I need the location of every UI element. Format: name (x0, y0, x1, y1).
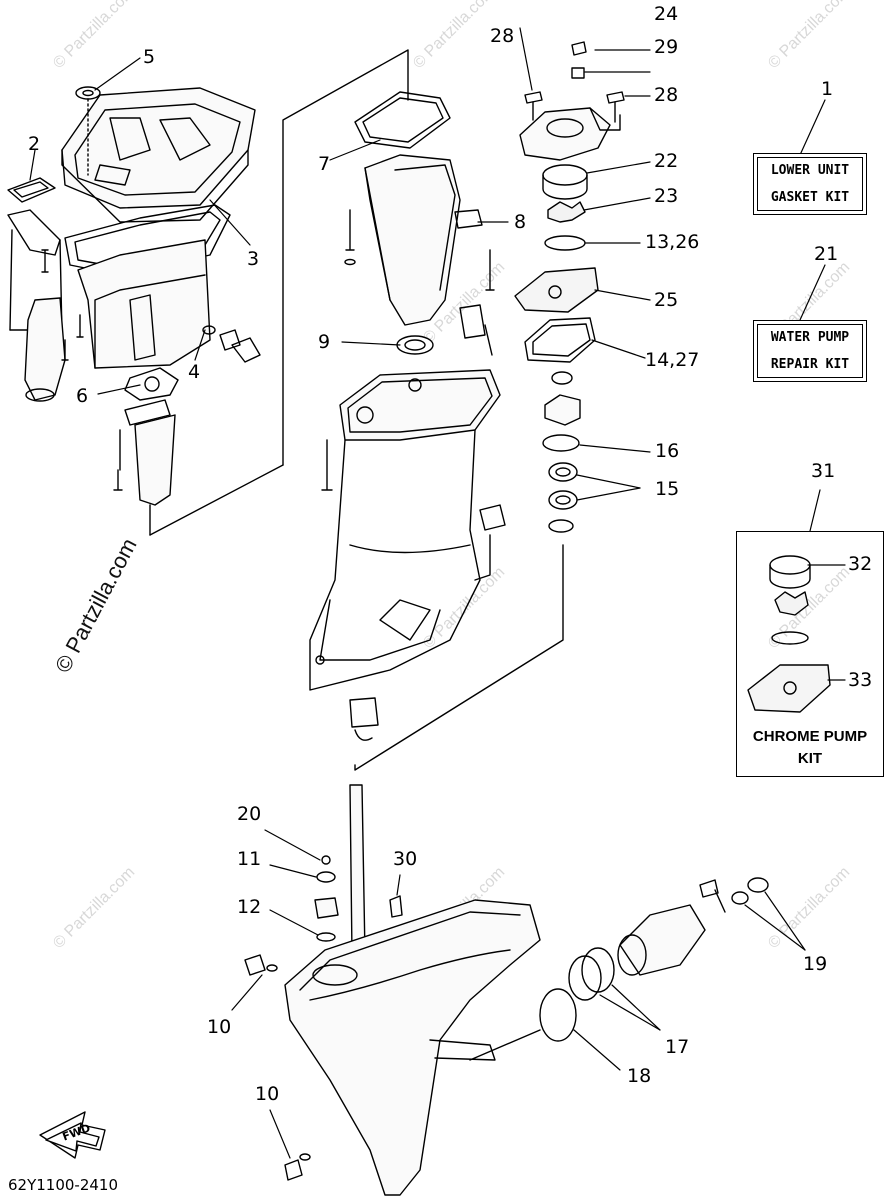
chrome-pump-kit-subtitle: KIT (797, 750, 823, 767)
callout-15: 15 (655, 478, 680, 500)
callout-21: 21 (814, 243, 839, 265)
chrome-pump-kit-title: CHROME PUMP (752, 728, 868, 745)
callout-9: 9 (318, 331, 331, 353)
drive-shaft-housing-group (309, 91, 564, 771)
chrome-pump-kit-parts (747, 555, 831, 713)
callout-10: 10 (255, 1083, 280, 1105)
callout-28: 28 (654, 84, 679, 106)
callout-6: 6 (76, 385, 89, 407)
callout-2: 2 (28, 133, 41, 155)
leader-lines (29, 27, 846, 1159)
callout-23: 23 (654, 185, 679, 207)
callout-5: 5 (143, 46, 156, 68)
callout-31: 31 (811, 460, 836, 482)
callout-28: 28 (490, 25, 515, 47)
callout-13-26: 13,26 (645, 231, 700, 253)
callout-29: 29 (654, 36, 679, 58)
callout-19: 19 (803, 953, 828, 975)
callout-17: 17 (665, 1036, 690, 1058)
callout-1: 1 (821, 78, 834, 100)
chrome-pump-kit-box (736, 531, 884, 777)
kit-label-line2: REPAIR KIT (770, 357, 850, 372)
water-pump-group (514, 41, 625, 533)
callout-14-27: 14,27 (645, 349, 700, 371)
callout-12: 12 (237, 896, 262, 918)
callout-7: 7 (318, 153, 331, 175)
callout-16: 16 (655, 440, 680, 462)
kit-label-line2: GASKET KIT (770, 190, 850, 205)
kit-label-line1: WATER PUMP (770, 330, 850, 345)
callout-10: 10 (207, 1016, 232, 1038)
callout-20: 20 (237, 803, 262, 825)
fwd-arrow (39, 1111, 106, 1159)
callout-24: 24 (654, 3, 679, 25)
lower-gearcase-group (244, 784, 769, 1196)
callout-8: 8 (514, 211, 527, 233)
callout-25: 25 (654, 289, 679, 311)
callout-18: 18 (627, 1065, 652, 1087)
callout-3: 3 (247, 248, 260, 270)
kit-label-line1: LOWER UNIT (770, 163, 850, 178)
callout-22: 22 (654, 150, 679, 172)
callout-32: 32 (848, 553, 873, 575)
callout-4: 4 (188, 361, 201, 383)
diagram-part-number: 62Y1100-2410 (8, 1176, 119, 1194)
callout-11: 11 (237, 848, 262, 870)
lower-unit-gasket-kit-box: LOWER UNIT GASKET KIT (753, 153, 867, 215)
callout-30: 30 (393, 848, 418, 870)
callout-33: 33 (848, 669, 873, 691)
water-pump-repair-kit-box: WATER PUMP REPAIR KIT (753, 320, 867, 382)
upper-casing-group (7, 49, 409, 536)
